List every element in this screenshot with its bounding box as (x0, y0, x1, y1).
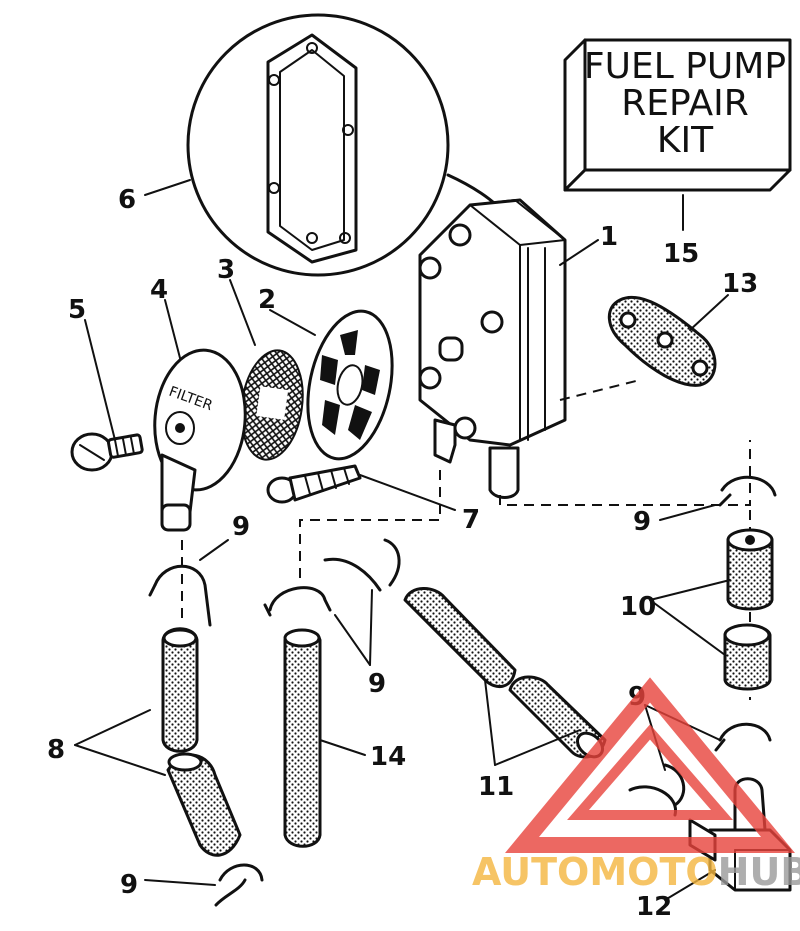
callout-4: 4 (150, 275, 168, 305)
fuel-hoses-8 (161, 627, 242, 857)
callout-13: 13 (722, 269, 758, 299)
callout-numbers: 1 2 3 4 5 6 7 8 9 9 9 9 9 10 11 12 13 14… (47, 185, 758, 922)
hose-clamps (148, 475, 777, 907)
filter-cover: FILTER (153, 348, 247, 532)
callout-7: 7 (462, 505, 480, 535)
callout-12: 12 (636, 892, 672, 922)
kit-label-line-2: REPAIR (621, 83, 748, 124)
watermark-text-main: AUTOMOTO (472, 850, 718, 894)
mounting-gasket (607, 295, 717, 387)
callout-8: 8 (47, 735, 65, 765)
fuel-pump-body (418, 198, 567, 499)
callout-9-c: 9 (368, 669, 386, 699)
fuel-hose-14 (283, 628, 322, 848)
filter-plate (306, 309, 394, 461)
pump-screw (266, 464, 362, 504)
cover-screw (70, 432, 144, 472)
gasket-detail (186, 13, 507, 277)
callout-2: 2 (258, 285, 276, 315)
callout-14: 14 (370, 742, 406, 772)
kit-label-line-3: KIT (657, 120, 714, 161)
fuel-filters-10 (723, 528, 774, 691)
callout-3: 3 (217, 255, 235, 285)
svg-text:AUTOMOTOHUB: AUTOMOTOHUB (472, 850, 800, 894)
callout-9-b: 9 (633, 507, 651, 537)
callout-11: 11 (478, 772, 514, 802)
fuel-hoses-11 (403, 587, 607, 759)
callout-9-e: 9 (120, 870, 138, 900)
callout-9-a: 9 (232, 512, 250, 542)
callout-6: 6 (118, 185, 136, 215)
watermark-text-hub: HUB (718, 850, 800, 894)
repair-kit-box: FUEL PUMP REPAIR KIT (563, 38, 792, 192)
callout-5: 5 (68, 295, 86, 325)
callout-15: 15 (663, 239, 699, 269)
callout-10: 10 (620, 592, 656, 622)
kit-label-line-1: FUEL PUMP (584, 46, 786, 87)
callout-1: 1 (600, 222, 618, 252)
automotohub-watermark: AUTOMOTOHUB (472, 677, 800, 894)
leader-lines (74, 179, 731, 901)
